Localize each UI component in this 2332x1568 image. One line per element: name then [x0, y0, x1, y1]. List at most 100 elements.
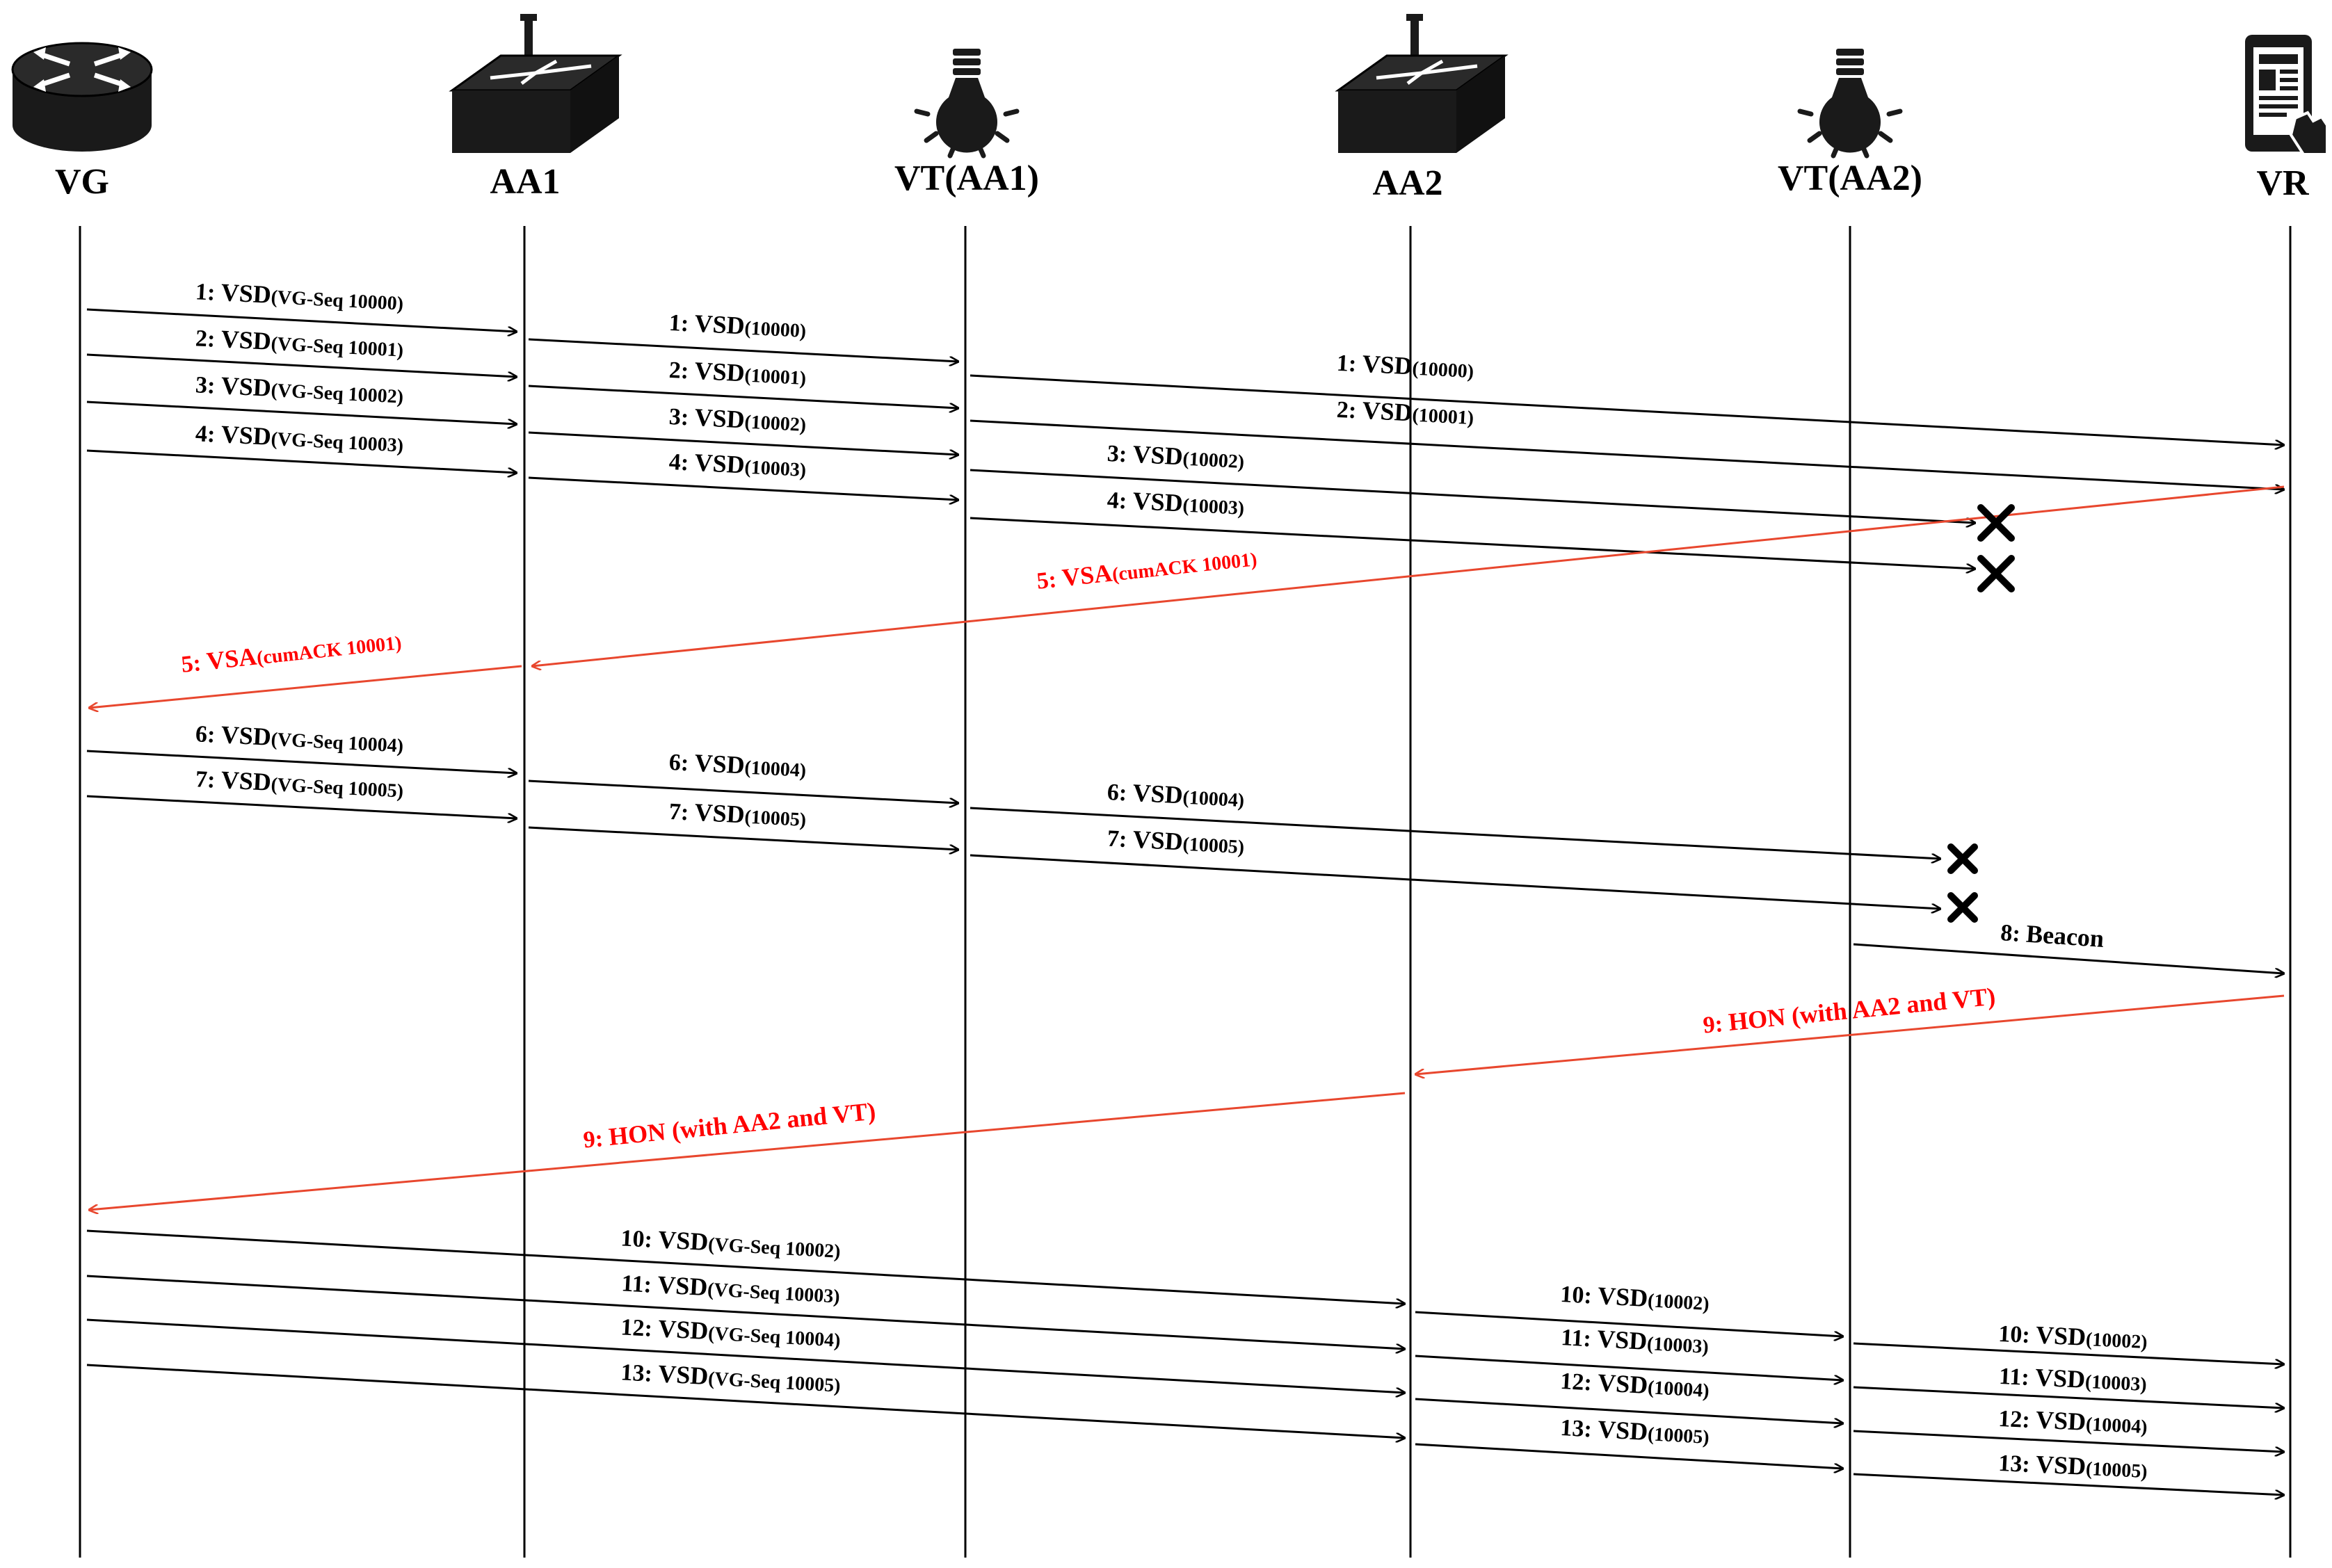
loss-x-icon [1977, 504, 2015, 542]
message-arrow [1415, 1355, 1843, 1380]
messages: 1: VSD(VG-Seq 10000) 2: VSD(VG-Seq 10001)… [86, 277, 2285, 1495]
message-arrow [1853, 1430, 2284, 1452]
message-arrow [1853, 1386, 2284, 1408]
message-label: 7: VSD(10005) [668, 797, 807, 832]
message-label: 12: VSD(VG-Seq 10004) [620, 1312, 842, 1352]
message-m12b: 12: VSD(10004) [1415, 1368, 1843, 1423]
message-label: 5: VSA(cumACK 10001) [1035, 543, 1258, 595]
message-label: 3: VSD(10002) [668, 402, 807, 437]
message-m4b: 4: VSD(10003) [528, 447, 958, 500]
message-m1a: 1: VSD(VG-Seq 10000) [86, 277, 517, 332]
message-arrow [86, 449, 517, 473]
message-arrow [89, 665, 522, 708]
message-label: 7: VSD(VG-Seq 10005) [195, 764, 404, 802]
message-label: 2: VSD(10001) [1336, 395, 1474, 430]
wireless-router-icon [449, 14, 622, 153]
message-arrow [970, 419, 2284, 490]
message-arrow [86, 795, 517, 818]
message-m11b: 11: VSD(10003) [1415, 1323, 1843, 1380]
message-m3c: 3: VSD(10002) [970, 439, 1975, 523]
message-label: 7: VSD(10005) [1107, 824, 1245, 859]
message-arrow [970, 469, 1975, 523]
message-arrow [1853, 1473, 2284, 1495]
message-label: 1: VSD(10000) [668, 308, 807, 343]
message-label: 2: VSD(VG-Seq 10001) [195, 323, 404, 362]
loss-markers [1947, 504, 2015, 923]
message-label: 12: VSD(10004) [1997, 1404, 2148, 1439]
message-arrow [86, 308, 517, 332]
message-arrow [528, 779, 958, 803]
message-label: 6: VSD(10004) [1107, 777, 1245, 812]
message-arrow [86, 401, 517, 424]
message-arrow [86, 353, 517, 377]
smartphone-icon [2245, 35, 2329, 156]
message-arrow [528, 826, 958, 850]
message-m13c: 13: VSD(10005) [1853, 1450, 2284, 1495]
loss-x-icon [1947, 843, 1978, 874]
message-arrow [86, 1275, 1405, 1349]
message-m7a: 7: VSD(VG-Seq 10005) [86, 764, 517, 818]
node-labels: VG AA1 VT(AA1) AA2 VT(AA2) VR [55, 159, 2310, 203]
message-label: 4: VSD(VG-Seq 10003) [195, 419, 404, 457]
message-label: 3: VSD(10002) [1107, 439, 1245, 474]
message-arrow [532, 485, 2285, 666]
message-m8: 8: Beacon [1853, 920, 2284, 973]
message-arrow [86, 1318, 1405, 1393]
message-label: 6: VSD(10004) [668, 747, 807, 782]
message-m10c: 10: VSD(10002) [1853, 1320, 2284, 1364]
router-icon [11, 42, 153, 152]
message-m10b: 10: VSD(10002) [1415, 1279, 1843, 1336]
message-label: 13: VSD(10005) [1559, 1413, 1710, 1449]
message-arrow [528, 431, 958, 455]
message-m7b: 7: VSD(10005) [528, 797, 958, 850]
message-arrow [970, 807, 1940, 859]
node-label-aa1: AA1 [490, 162, 560, 202]
message-arrow [528, 338, 958, 362]
message-m12c: 12: VSD(10004) [1853, 1404, 2284, 1452]
message-label: 10: VSD(10002) [1559, 1279, 1710, 1316]
message-arrow [1853, 943, 2284, 973]
message-m3a: 3: VSD(VG-Seq 10002) [86, 370, 517, 424]
message-arrow [970, 517, 1975, 569]
message-label: 10: VSD(VG-Seq 10002) [620, 1223, 842, 1263]
message-m6c: 6: VSD(10004) [970, 777, 1940, 859]
loss-x-icon [1947, 892, 1978, 923]
lifelines [79, 226, 2292, 1558]
message-label: 11: VSD(10003) [1998, 1361, 2147, 1396]
light-bulb-icon [1797, 49, 1903, 159]
message-arrow [1415, 994, 2285, 1074]
node-label-vg: VG [55, 162, 109, 202]
wireless-router-icon [1335, 14, 1509, 153]
message-arrow [528, 385, 958, 408]
loss-x-icon [1977, 555, 2015, 592]
message-m6a: 6: VSD(VG-Seq 10004) [86, 720, 517, 773]
message-arrow [970, 374, 2284, 445]
message-label: 4: VSD(10003) [1107, 485, 1245, 520]
message-m13b: 13: VSD(10005) [1415, 1413, 1843, 1469]
message-m1c: 1: VSD(10000) [970, 350, 2284, 445]
message-m2c: 2: VSD(10001) [970, 395, 2284, 490]
message-arrow [1853, 1342, 2284, 1364]
message-label: 2: VSD(10001) [668, 355, 807, 390]
message-m5b: 5: VSA(cumACK 10001) [89, 632, 522, 708]
message-m1b: 1: VSD(10000) [528, 308, 958, 362]
message-label: 1: VSD(VG-Seq 10000) [195, 277, 404, 315]
message-label: 3: VSD(VG-Seq 10002) [195, 370, 404, 408]
message-arrow [1415, 1443, 1843, 1469]
message-label: 11: VSD(VG-Seq 10003) [621, 1268, 841, 1308]
message-m2a: 2: VSD(VG-Seq 10001) [86, 323, 517, 377]
message-m4c: 4: VSD(10003) [970, 485, 1975, 569]
message-m6b: 6: VSD(10004) [528, 747, 958, 803]
message-m7c: 7: VSD(10005) [970, 824, 1940, 909]
node-label-vr: VR [2256, 163, 2310, 203]
message-arrow [1415, 1311, 1843, 1336]
message-m13a: 13: VSD(VG-Seq 10005) [86, 1359, 1405, 1438]
message-arrow [970, 854, 1940, 909]
message-m5a: 5: VSA(cumACK 10001) [532, 485, 2285, 666]
message-label: 11: VSD(10003) [1560, 1323, 1710, 1359]
message-m9b: 9: HON (with AA2 and VT) [89, 1092, 1406, 1210]
node-label-vt-aa1: VT(AA1) [894, 159, 1039, 198]
message-label: 4: VSD(10003) [668, 447, 807, 482]
message-arrow [86, 750, 517, 773]
